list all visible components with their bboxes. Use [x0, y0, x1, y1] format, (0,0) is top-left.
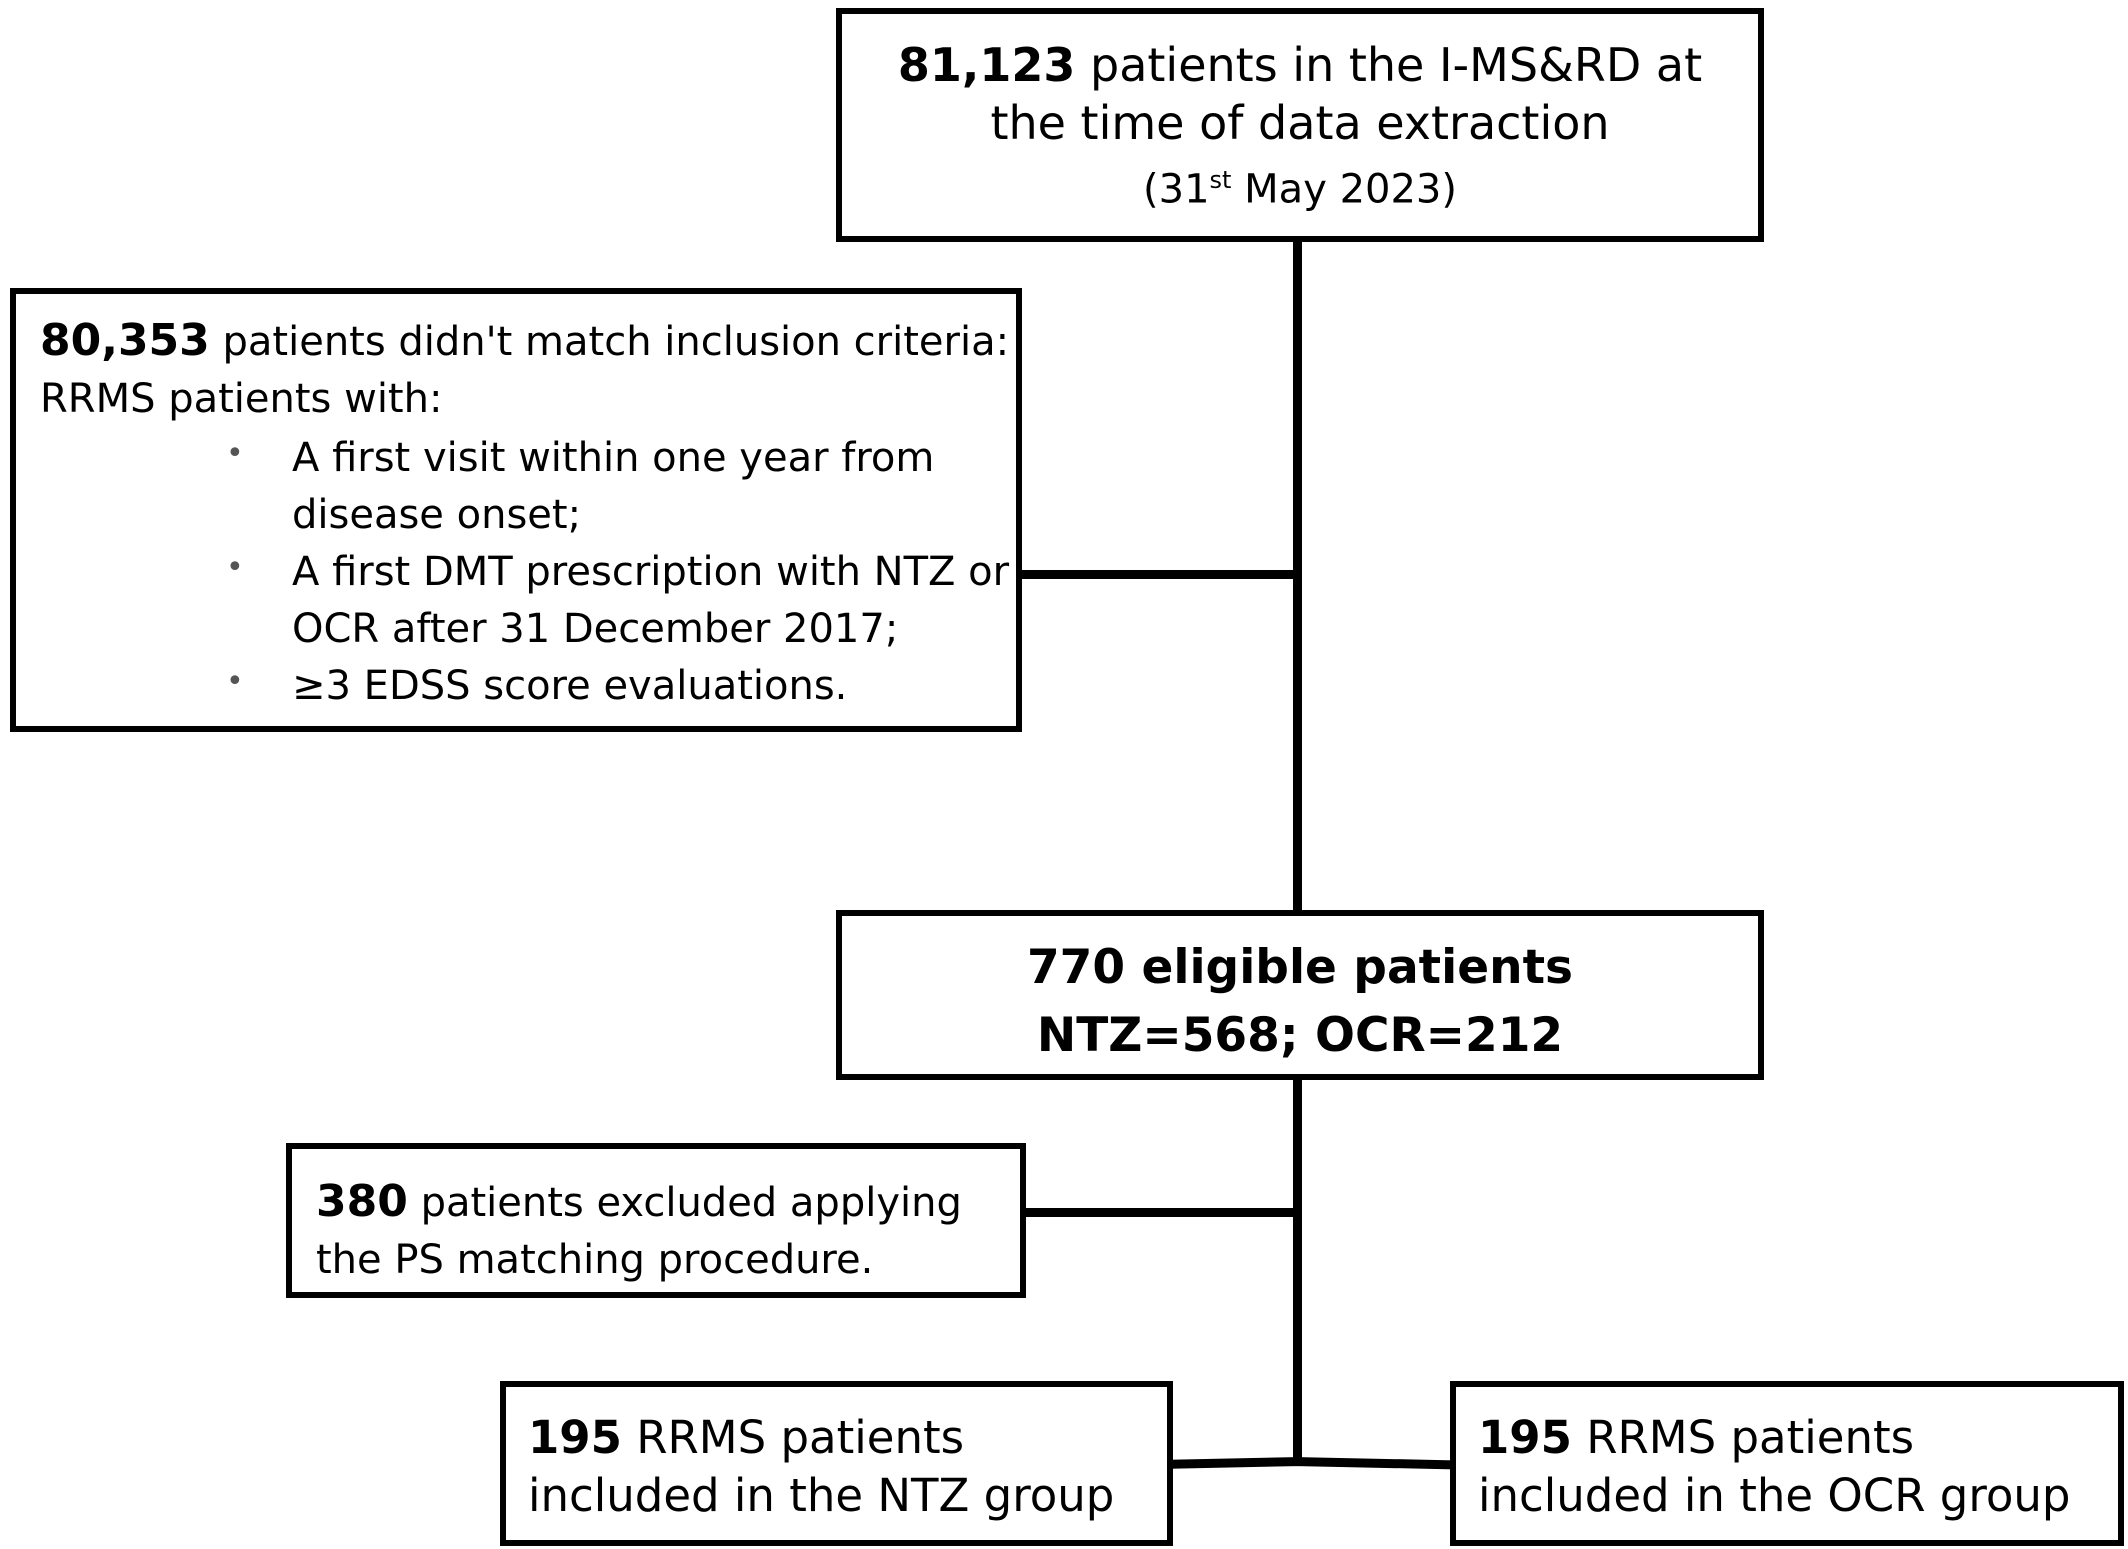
connector-ocr-branch	[1292, 1457, 1454, 1470]
ocr-line1: 195 RRMS patients	[1478, 1411, 1915, 1464]
eligible-line1: 770 eligible patients	[1026, 940, 1574, 995]
ntz-count: 195	[528, 1411, 622, 1464]
ntz-group-box: 195 RRMS patients included in the NTZ gr…	[500, 1381, 1173, 1546]
bullet-icon: •	[226, 550, 244, 585]
connector-ps-branch	[1022, 1208, 1302, 1217]
total-patients-box: 81,123 patients in the I-MS&RD at the ti…	[836, 8, 1764, 242]
eligible-line2: NTZ=568; OCR=212	[1036, 1008, 1564, 1063]
ntz-line2: included in the NTZ group	[528, 1469, 1115, 1522]
ocr-group-box: 195 RRMS patients included in the OCR gr…	[1450, 1381, 2124, 1546]
exclusion-line1: 80,353 patients didn't match inclusion c…	[40, 315, 1010, 366]
criteria-list: • A first visit within one year from dis…	[226, 430, 1022, 715]
total-patients-line1: 81,123 patients in the I-MS&RD at	[897, 38, 1703, 92]
ps-matching-exclusion-box: 380 patients excluded applying the PS ma…	[286, 1143, 1026, 1298]
ps-line1: 380 patients excluded applying	[316, 1176, 962, 1227]
excluded-count: 80,353	[40, 315, 210, 366]
connector-exclusion-branch	[1018, 570, 1302, 579]
criterion-item-3: • ≥3 EDSS score evaluations.	[226, 663, 848, 709]
bullet-icon: •	[226, 664, 244, 699]
extraction-date: (31st May 2023)	[1143, 166, 1457, 213]
ocr-count: 195	[1478, 1411, 1572, 1464]
ps-excluded-count: 380	[316, 1176, 408, 1227]
total-patients-count: 81,123	[897, 38, 1076, 92]
ocr-line2: included in the OCR group	[1478, 1469, 2071, 1522]
connector-main-lower	[1293, 1075, 1302, 1466]
criterion-item-2: • A first DMT prescription with NTZ or O…	[226, 549, 1010, 652]
bullet-icon: •	[226, 436, 244, 471]
ntz-line1: 195 RRMS patients	[528, 1411, 965, 1464]
connector-ntz-branch	[1169, 1457, 1303, 1469]
ps-line2: the PS matching procedure.	[316, 1237, 874, 1283]
exclusion-criteria-box: 80,353 patients didn't match inclusion c…	[10, 288, 1022, 732]
eligible-patients-box: 770 eligible patients NTZ=568; OCR=212	[836, 910, 1764, 1080]
criterion-item-1: • A first visit within one year from dis…	[226, 435, 935, 538]
total-patients-line2: the time of data extraction	[990, 96, 1610, 150]
exclusion-line2: RRMS patients with:	[40, 376, 443, 422]
